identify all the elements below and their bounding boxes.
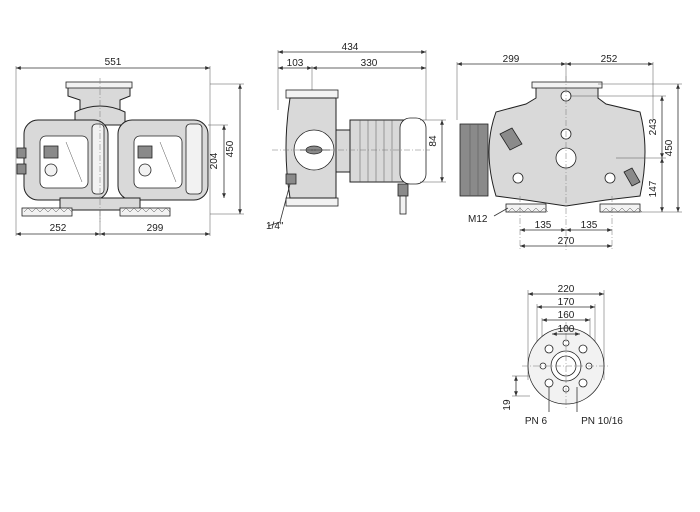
flange-outer-diameter-label: 220 xyxy=(558,284,575,295)
front-left-label: 252 xyxy=(50,223,67,234)
flange-pn6-bolt-circle-label: 170 xyxy=(558,297,575,308)
rear-foot-total-label: 270 xyxy=(558,236,575,247)
side-flange-offset-label: 103 xyxy=(287,58,304,69)
front-view: 551 450 204 252 299 xyxy=(15,57,244,236)
rear-lower-height-label: 147 xyxy=(648,180,659,197)
rear-right-label: 252 xyxy=(601,54,618,65)
rear-upper-height-label: 243 xyxy=(648,118,659,135)
front-height-label: 450 xyxy=(225,140,236,157)
rear-height-label: 450 xyxy=(664,139,675,156)
pn6-label: PN 6 xyxy=(525,416,548,427)
front-center-height-label: 204 xyxy=(209,152,220,169)
rear-foot-left-label: 135 xyxy=(535,220,552,231)
front-width-label: 551 xyxy=(105,57,122,68)
rear-view: 299 252 450 243 147 M12 135 135 270 xyxy=(456,54,682,250)
flange-bore-label: 100 xyxy=(558,324,575,335)
rear-foot-right-label: 135 xyxy=(581,220,598,231)
side-thread-label: 1/4" xyxy=(266,221,284,232)
side-shaft-height-label: 84 xyxy=(428,135,439,147)
flange-view: 220 170 160 100 19 PN 6 PN 10/16 xyxy=(502,284,623,427)
side-length-label: 434 xyxy=(342,42,359,53)
flange-pn10-bolt-circle-label: 160 xyxy=(558,310,575,321)
side-motor-length-label: 330 xyxy=(361,58,378,69)
pn10-16-label: PN 10/16 xyxy=(581,416,623,427)
rear-left-label: 299 xyxy=(503,54,520,65)
side-view: 434 103 330 84 1/4" xyxy=(266,42,446,232)
front-right-label: 299 xyxy=(147,223,164,234)
rear-bolt-label: M12 xyxy=(468,214,488,225)
flange-thickness-label: 19 xyxy=(502,399,513,411)
